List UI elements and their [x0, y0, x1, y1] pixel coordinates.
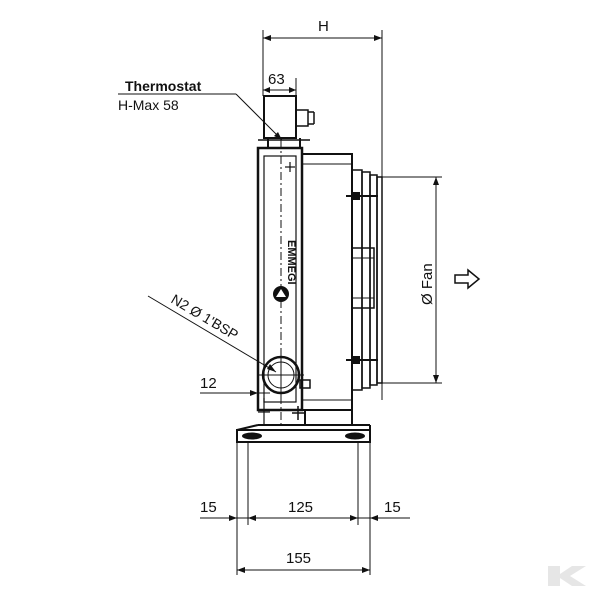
dim-155-label: 155: [286, 550, 311, 567]
thermostat: [258, 95, 315, 148]
dimension-fan-diameter: Ø Fan: [378, 176, 442, 384]
dimension-bottom: 15 125 15 155: [200, 442, 410, 575]
dimension-12: 12: [200, 375, 270, 396]
brand-label: EMMEGI: [285, 240, 297, 285]
fan-shroud: [301, 153, 375, 411]
dim-63-label: 63: [268, 71, 285, 88]
airflow-arrow-icon: [454, 268, 481, 290]
kramp-watermark-icon: [548, 566, 586, 586]
thermostat-label: Thermostat: [125, 78, 202, 94]
dimension-63: 63: [263, 71, 297, 96]
dim-15-left-label: 15: [200, 499, 217, 516]
hmax-label: H-Max 58: [118, 97, 179, 113]
dim-h-label: H: [318, 18, 329, 35]
outlet-connection: [258, 352, 311, 425]
dim-125-label: 125: [288, 499, 313, 516]
dim-15-right-label: 15: [384, 499, 401, 516]
emmegi-logo-icon: [273, 286, 289, 302]
thermostat-callout: Thermostat H-Max 58: [118, 78, 283, 141]
fan-rings: [346, 169, 383, 391]
fan-diameter-label: Ø Fan: [419, 263, 436, 305]
connection-label: N2 Ø 1'BSP: [168, 291, 241, 343]
dim-12-label: 12: [200, 375, 217, 392]
mounting-foot: [236, 406, 371, 443]
